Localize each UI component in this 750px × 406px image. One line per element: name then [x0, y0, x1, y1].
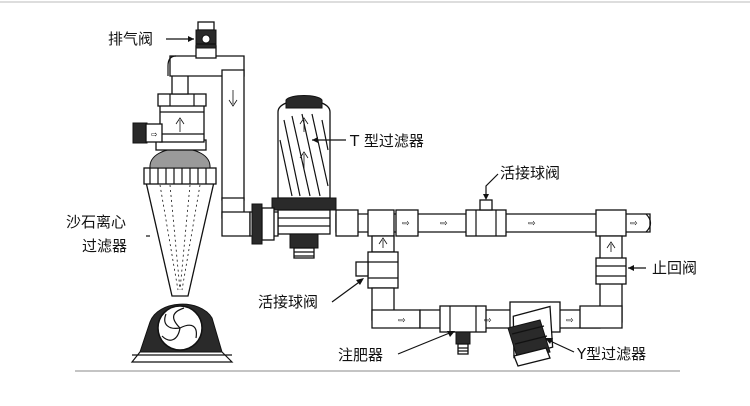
label-fertilizer-injector: 注肥器 [338, 346, 383, 364]
bottom-pipe: ⇨ ⇨ ⇨ [398, 301, 601, 355]
filter-cone [145, 181, 215, 297]
label-check-valve: 止回阀 [652, 259, 697, 277]
svg-text:⇨: ⇨ [398, 316, 406, 326]
filter-dome [149, 148, 211, 169]
svg-text:⇨: ⇨ [484, 316, 492, 326]
y-type-filter [507, 305, 554, 367]
label-y-filter: Y型过滤器 [576, 345, 646, 363]
left-branch-pipe [355, 235, 421, 329]
main-pipe: ⇨ ⇨ ⇨ ⇨ [335, 199, 652, 237]
svg-text:⇨: ⇨ [630, 219, 638, 229]
sand-centrifugal-filter: ⇨ [130, 93, 234, 363]
filter-inlet-connector [132, 122, 148, 144]
check-valve [595, 257, 627, 285]
svg-text:⇨: ⇨ [528, 219, 536, 229]
right-branch-pipe [579, 235, 627, 329]
svg-text:⇨: ⇨ [402, 219, 410, 229]
union-ball-valve-top [465, 209, 507, 237]
label-sand-filter-line1: 沙石离心 [66, 213, 126, 231]
union-ball-valve-left [367, 251, 399, 289]
top-pipe-loop [167, 45, 251, 237]
label-sand-filter-line2: 过滤器 [82, 237, 127, 255]
leader-lines [146, 36, 646, 355]
t-filter-housing [277, 99, 331, 199]
connector-pipe-1 [249, 203, 279, 245]
label-t-filter: T 型过滤器 [349, 132, 424, 150]
fertilizer-injector [439, 305, 487, 333]
t-type-filter [271, 95, 337, 259]
svg-text:⇨: ⇨ [566, 316, 574, 326]
svg-text:⇨: ⇨ [151, 130, 158, 139]
label-exhaust-valve: 排气阀 [108, 30, 153, 48]
label-union-ball-valve-top: 活接球阀 [500, 164, 560, 182]
label-union-ball-valve-left: 活接球阀 [258, 293, 318, 311]
exhaust-valve [195, 21, 217, 49]
svg-text:⇨: ⇨ [440, 219, 448, 229]
